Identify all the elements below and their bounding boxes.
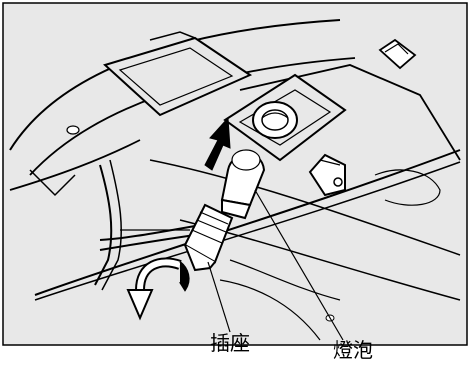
- socket-label: 插座: [210, 331, 250, 355]
- leader-bulb: [254, 189, 344, 341]
- bulb-label: 燈泡: [333, 338, 373, 362]
- panel-line-right: [149, 159, 461, 256]
- insert-arrow: [204, 116, 231, 171]
- panel-cutout-inner: [118, 47, 234, 106]
- panel-cutout: [103, 36, 253, 117]
- clip-right: [308, 153, 346, 197]
- socket-connector: [183, 203, 234, 272]
- rotate-arrow: [126, 257, 190, 321]
- bulb: [220, 149, 266, 220]
- leader-socket: [207, 261, 231, 333]
- clip-top-right: [378, 38, 417, 70]
- harness-wire: [94, 164, 113, 286]
- cable-lower: [34, 149, 461, 296]
